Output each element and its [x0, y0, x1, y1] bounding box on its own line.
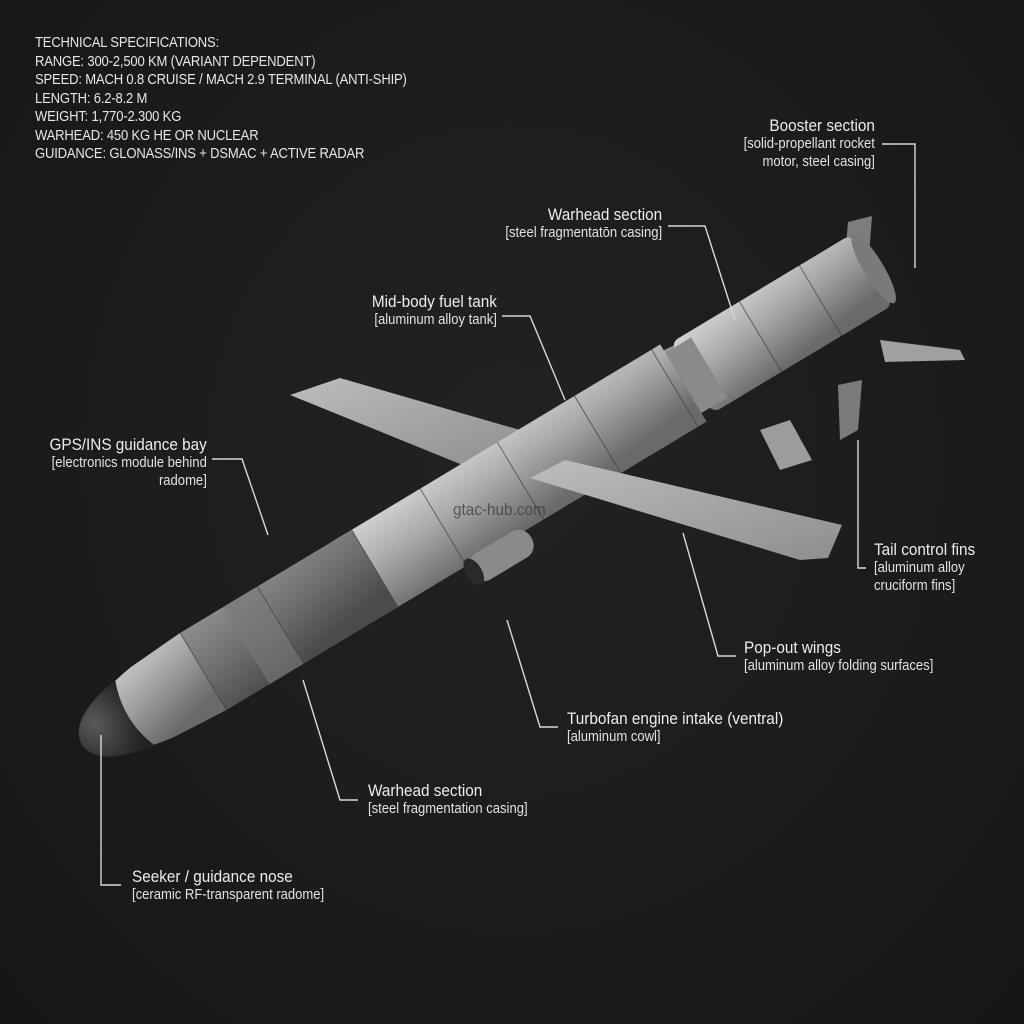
callout-detail: [aluminum alloy — [874, 560, 965, 576]
leader-seeker — [100, 735, 121, 886]
leader-guidance-bay — [212, 458, 269, 536]
leader-booster — [882, 143, 916, 268]
callout-title: Booster section — [769, 116, 875, 135]
spec-length: LENGTH: 6.2-8.2 M — [35, 90, 148, 107]
callout-detail: [electronics module behind — [51, 455, 208, 471]
specs-heading: TECHNICAL SPECIFICATIONS: — [35, 35, 220, 51]
callout-detail: motor, steel casing] — [762, 154, 875, 170]
leader-fuel-tank — [502, 315, 566, 401]
tail-fin-right — [880, 340, 965, 362]
spec-speed: SPEED: MACH 0.8 CRUISE / MACH 2.9 TERMIN… — [35, 72, 407, 88]
tail-fin-lower — [838, 380, 862, 440]
callout-detail: [solid-propellant rocket — [743, 136, 875, 152]
callout-guidance-bay: GPS/INS guidance bay [electronics module… — [50, 436, 207, 490]
wing-far — [290, 378, 520, 468]
callout-detail: [steel fragmentation casing] — [368, 801, 528, 817]
leader-wings — [682, 532, 736, 657]
callout-title: Turbofan engine intake (ventral) — [567, 709, 784, 728]
spec-guidance: GUIDANCE: GLONASS/INS + DSMAC + ACTIVE R… — [35, 146, 365, 162]
callout-tail-control-fins: Tail control fins [aluminum alloy crucif… — [874, 541, 975, 595]
callout-title: GPS/INS guidance bay — [49, 435, 207, 454]
callout-warhead-section-upper: Warhead section [steel fragmentatōn casi… — [505, 206, 662, 242]
callout-title: Seeker / guidance nose — [132, 867, 293, 886]
callout-detail: [aluminum alloy folding surfaces] — [744, 658, 934, 674]
callout-warhead-section-lower: Warhead section [steel fragmentation cas… — [368, 782, 528, 818]
callout-title: Mid-body fuel tank — [371, 292, 497, 311]
tail-fin-forward-lower — [760, 420, 812, 470]
callout-pop-out-wings: Pop-out wings [aluminum alloy folding su… — [744, 639, 933, 675]
callout-title: Pop-out wings — [744, 638, 841, 657]
leader-warhead-upper — [668, 225, 736, 321]
callout-detail: cruciform fins] — [874, 578, 956, 594]
callout-detail: [aluminum cowl] — [567, 729, 661, 745]
callout-title: Warhead section — [547, 205, 662, 224]
callout-turbofan-intake: Turbofan engine intake (ventral) [alumin… — [567, 710, 783, 746]
leader-tail-fins — [857, 440, 866, 569]
callout-mid-body-fuel-tank: Mid-body fuel tank [aluminum alloy tank] — [372, 293, 497, 329]
callout-detail: [steel fragmentatōn casing] — [505, 225, 662, 241]
callout-detail: [ceramic RF-transparent radome] — [132, 887, 325, 903]
leader-intake — [506, 619, 558, 728]
callout-detail: radome] — [159, 473, 207, 489]
callout-seeker-nose: Seeker / guidance nose [ceramic RF-trans… — [132, 868, 324, 904]
spec-weight: WEIGHT: 1,770-2.300 KG — [35, 109, 182, 125]
spec-range: RANGE: 300-2,500 KM (VARIANT DEPENDENT) — [35, 53, 316, 70]
spec-warhead: WARHEAD: 450 KG HE OR NUCLEAR — [35, 127, 259, 144]
leader-lines — [100, 143, 916, 886]
tech-specs: TECHNICAL SPECIFICATIONS: RANGE: 300-2,5… — [35, 34, 407, 164]
leader-warhead-lower — [302, 679, 358, 801]
watermark: gtac-hub.com — [453, 500, 546, 519]
callout-title: Warhead section — [368, 781, 483, 800]
callout-title: Tail control fins — [874, 540, 976, 559]
wing-near — [530, 460, 842, 560]
callout-booster-section: Booster section [solid-propellant rocket… — [744, 117, 875, 171]
callout-detail: [aluminum alloy tank] — [374, 312, 497, 328]
